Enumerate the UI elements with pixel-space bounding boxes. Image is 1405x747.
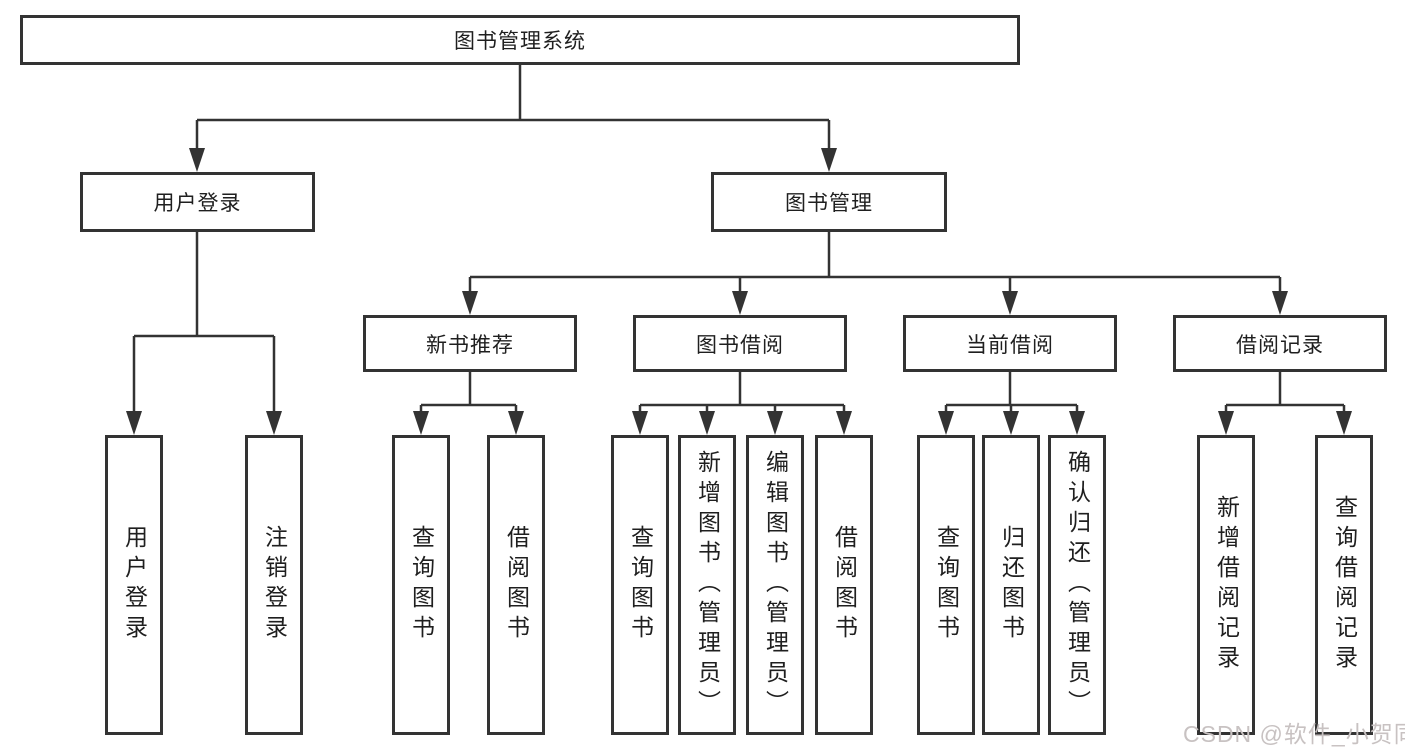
leaf-recommend-borrow-books-label: 借阅图书	[503, 525, 530, 645]
arrowhead-icons	[126, 148, 1352, 435]
leaf-borrowing-borrow-books-label: 借阅图书	[831, 525, 858, 645]
leaf-records-add-record-label: 新增借阅记录	[1213, 495, 1240, 675]
leaf-records-add-record: 新增借阅记录	[1197, 435, 1255, 735]
leaf-borrowing-add-books: 新增图书（管理员）	[678, 435, 736, 735]
leaf-borrowing-query-books: 查询图书	[611, 435, 669, 735]
leaf-user-login-label: 用户登录	[121, 525, 148, 645]
node-book-borrowing: 图书借阅	[633, 315, 847, 372]
node-library-management-system: 图书管理系统	[20, 15, 1020, 65]
leaf-current-query-books: 查询图书	[917, 435, 975, 735]
leaf-current-query-books-label: 查询图书	[933, 525, 960, 645]
leaf-current-confirm-return-label: 确认归还（管理员）	[1064, 450, 1091, 720]
node-new-book-recommend: 新书推荐	[363, 315, 577, 372]
connector-lines	[132, 65, 1346, 415]
node-user-login: 用户登录	[80, 172, 315, 232]
leaf-recommend-query-books-label: 查询图书	[408, 525, 435, 645]
leaf-recommend-query-books: 查询图书	[392, 435, 450, 735]
leaf-borrowing-add-books-label: 新增图书（管理员）	[694, 450, 721, 720]
leaf-borrowing-edit-books-label: 编辑图书（管理员）	[762, 450, 789, 720]
leaf-current-return-books: 归还图书	[982, 435, 1040, 735]
leaf-records-query-record-label: 查询借阅记录	[1331, 495, 1358, 675]
node-borrowing-records: 借阅记录	[1173, 315, 1387, 372]
node-book-management: 图书管理	[711, 172, 947, 232]
leaf-records-query-record: 查询借阅记录	[1315, 435, 1373, 735]
leaf-current-return-books-label: 归还图书	[998, 525, 1025, 645]
csdn-watermark: CSDN @软件_小贺同学	[1183, 721, 1405, 747]
leaf-user-login: 用户登录	[105, 435, 163, 735]
leaf-borrowing-edit-books: 编辑图书（管理员）	[746, 435, 804, 735]
leaf-borrowing-borrow-books: 借阅图书	[815, 435, 873, 735]
leaf-logout-login: 注销登录	[245, 435, 303, 735]
leaf-recommend-borrow-books: 借阅图书	[487, 435, 545, 735]
node-current-borrowing: 当前借阅	[903, 315, 1117, 372]
leaf-current-confirm-return: 确认归还（管理员）	[1048, 435, 1106, 735]
leaf-logout-login-label: 注销登录	[261, 525, 288, 645]
leaf-borrowing-query-books-label: 查询图书	[627, 525, 654, 645]
